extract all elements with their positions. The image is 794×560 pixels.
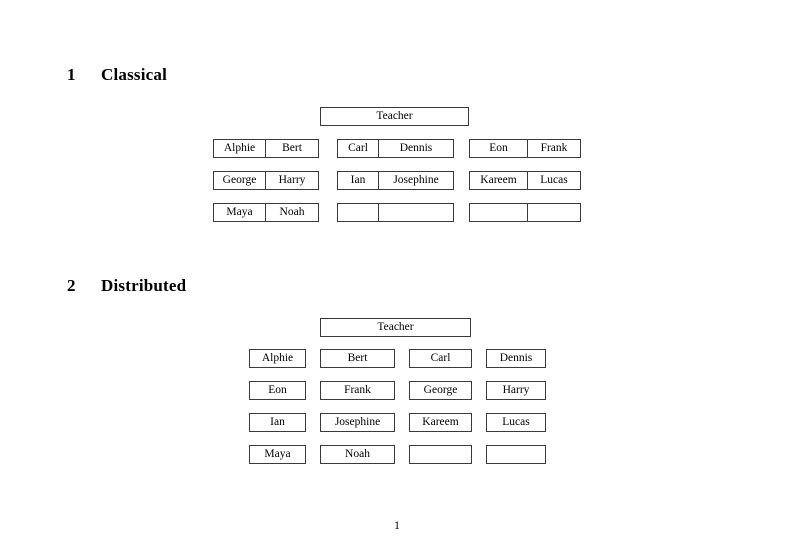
student-box-row: Harry <box>486 381 546 400</box>
student-box-row: Carl <box>409 349 472 368</box>
student-box[interactable]: Harry <box>265 171 319 190</box>
teacher-box-row: Teacher <box>320 318 471 337</box>
student-box-row: Lucas <box>486 413 546 432</box>
student-box[interactable]: Noah <box>265 203 319 222</box>
teacher-box[interactable]: Teacher <box>320 107 469 126</box>
student-box[interactable]: Carl <box>337 139 379 158</box>
student-box[interactable]: Eon <box>249 381 306 400</box>
student-box[interactable]: Josephine <box>378 171 454 190</box>
student-box-row: Dennis <box>486 349 546 368</box>
student-box-row: Bert <box>320 349 395 368</box>
student-box[interactable]: Kareem <box>469 171 528 190</box>
teacher-box-row: Teacher <box>320 107 469 126</box>
section-number: 2 <box>67 276 76 295</box>
student-box-row: Noah <box>320 445 395 464</box>
empty-box[interactable] <box>378 203 454 222</box>
student-box[interactable]: Carl <box>409 349 472 368</box>
empty-box[interactable] <box>337 203 379 222</box>
student-box[interactable]: Eon <box>469 139 528 158</box>
student-box[interactable]: Josephine <box>320 413 395 432</box>
student-box-row <box>469 203 581 222</box>
student-box[interactable]: Ian <box>337 171 379 190</box>
student-box[interactable]: Kareem <box>409 413 472 432</box>
page-number: 1 <box>394 520 400 532</box>
empty-box[interactable] <box>486 445 546 464</box>
student-box[interactable]: Harry <box>486 381 546 400</box>
student-box-row: Kareem <box>409 413 472 432</box>
student-box-row <box>486 445 546 464</box>
student-box[interactable]: Frank <box>527 139 581 158</box>
student-box[interactable]: George <box>213 171 266 190</box>
empty-box[interactable] <box>469 203 528 222</box>
student-box-row <box>337 203 454 222</box>
student-box-row: Maya <box>249 445 306 464</box>
student-box-row: Ian <box>249 413 306 432</box>
student-box[interactable]: Bert <box>320 349 395 368</box>
student-box[interactable]: Dennis <box>378 139 454 158</box>
student-box[interactable]: Lucas <box>486 413 546 432</box>
student-box[interactable]: Frank <box>320 381 395 400</box>
student-box[interactable]: Alphie <box>249 349 306 368</box>
student-box-row: Frank <box>320 381 395 400</box>
teacher-box[interactable]: Teacher <box>320 318 471 337</box>
student-box[interactable]: Alphie <box>213 139 266 158</box>
empty-box[interactable] <box>527 203 581 222</box>
student-box-row: Alphie <box>249 349 306 368</box>
student-box[interactable]: Dennis <box>486 349 546 368</box>
student-box[interactable]: George <box>409 381 472 400</box>
student-box-row: Josephine <box>320 413 395 432</box>
student-box[interactable]: Ian <box>249 413 306 432</box>
student-box-row: Eon <box>249 381 306 400</box>
section-number: 1 <box>67 65 76 84</box>
student-box[interactable]: Maya <box>249 445 306 464</box>
student-box-row: George <box>409 381 472 400</box>
empty-box[interactable] <box>409 445 472 464</box>
student-box[interactable]: Maya <box>213 203 266 222</box>
section-title: Distributed <box>101 276 187 295</box>
student-box[interactable]: Noah <box>320 445 395 464</box>
student-box-row <box>409 445 472 464</box>
section-title: Classical <box>101 65 168 84</box>
student-box[interactable]: Lucas <box>527 171 581 190</box>
student-box[interactable]: Bert <box>265 139 319 158</box>
